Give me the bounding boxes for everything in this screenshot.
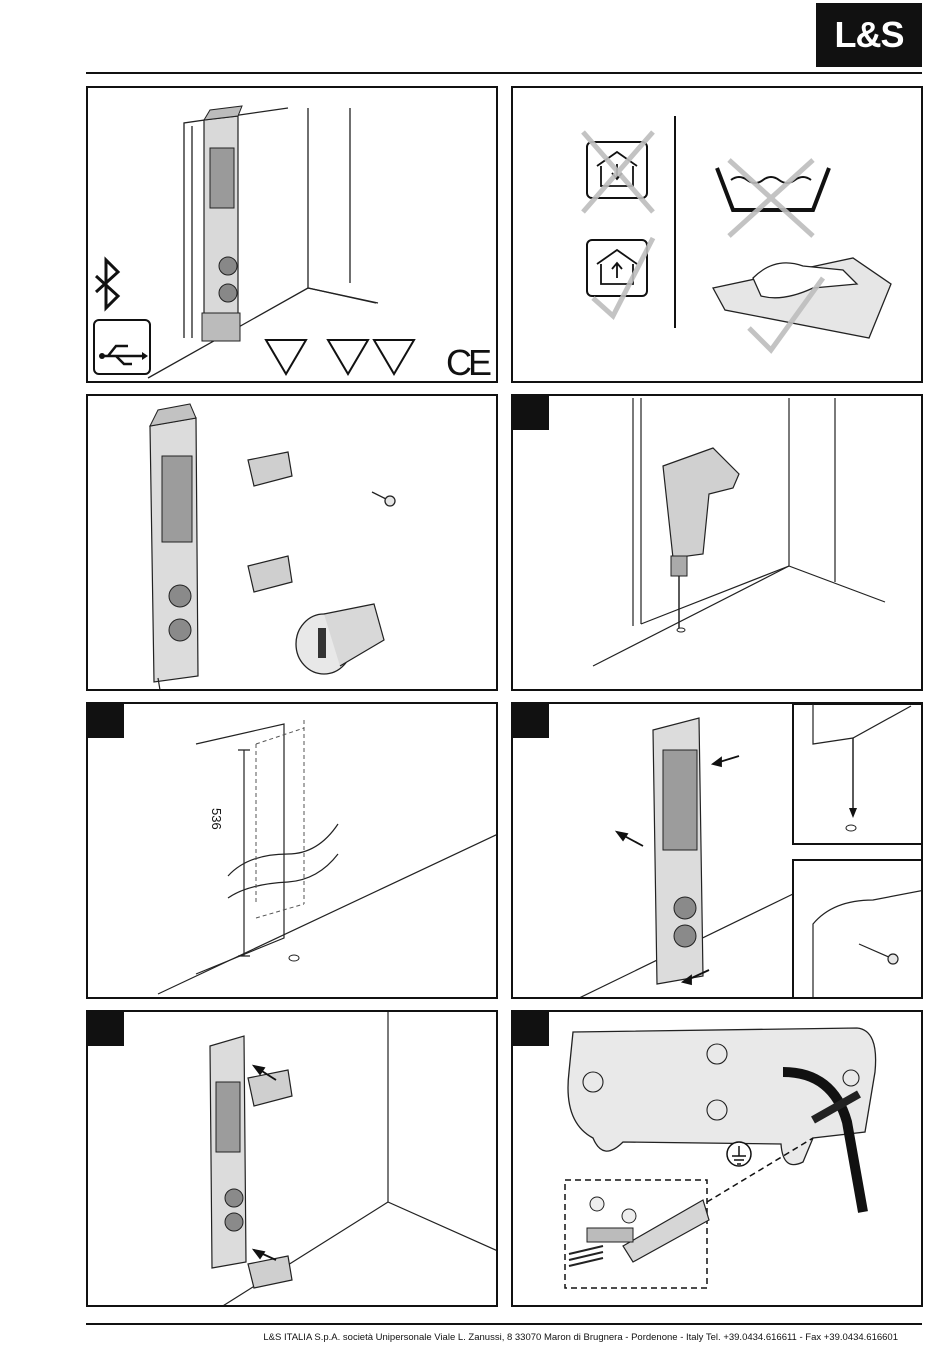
water-basin-icon: [717, 168, 829, 210]
dry-cloth-icon: [713, 258, 891, 338]
product-illustration: [202, 106, 242, 341]
panel-step-drill: [511, 394, 923, 691]
brand-logo: L&S: [816, 3, 922, 67]
product-illustration: [150, 404, 198, 690]
product-illustration: [210, 1036, 246, 1268]
end-cap-icon: [248, 1070, 292, 1288]
footer-rule: [86, 1323, 922, 1325]
screw-icon: [372, 492, 395, 506]
panel-step-mount: [511, 702, 923, 999]
triangle-icon: [266, 340, 414, 374]
panel-product-overview: CE: [86, 86, 498, 383]
panel-step-wiring: [511, 1010, 923, 1307]
end-cap-icon: [248, 452, 292, 592]
header-rule: [86, 72, 922, 74]
plug-icon: [296, 604, 384, 674]
product-illustration: [653, 718, 703, 984]
ground-icon: [727, 1142, 751, 1166]
panel-step-measure: 536: [86, 702, 498, 999]
usb-icon: [94, 320, 150, 374]
panel-care-instructions: [511, 86, 923, 383]
footer-company-info: L&S ITALIA S.p.A. società Unipersonale V…: [86, 1332, 898, 1343]
bluetooth-icon: [96, 260, 118, 308]
panel-package-contents: [86, 394, 498, 691]
ce-mark-icon: CE: [446, 342, 488, 383]
dimension-label: 536: [209, 808, 224, 830]
panel-step-end-caps: [86, 1010, 498, 1307]
